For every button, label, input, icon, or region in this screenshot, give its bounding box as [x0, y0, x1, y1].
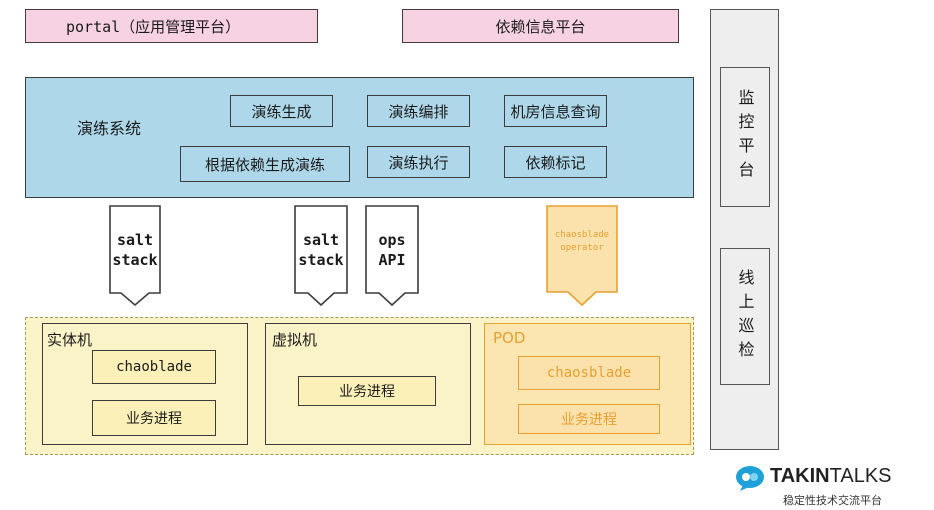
vm-process-label: 业务进程: [339, 384, 395, 400]
monitor-platform-box: 监控平台: [720, 67, 770, 207]
dependency-platform-label: 依赖信息平台: [495, 17, 586, 36]
pod-title: POD: [493, 329, 526, 347]
physical-machine-title: 实体机: [47, 331, 93, 349]
monitor-platform-label: 监控平台: [735, 89, 755, 185]
dependency-platform-box: 依赖信息平台: [402, 9, 679, 43]
physical-chaosblade-label: chaoblade: [116, 359, 192, 375]
feature-drill-orchestrate-label: 演练编排: [388, 102, 449, 121]
pod-chaosblade-label: chaosblade: [546, 365, 632, 381]
brand-logo: TAKINTALKS 稳定性技术交流平台: [735, 463, 930, 508]
online-inspection-label: 线上巡检: [735, 268, 755, 365]
pod-chaosblade-box: chaosblade: [518, 356, 660, 390]
pod-process-box: 业务进程: [518, 404, 660, 434]
drill-system-title: 演练系统: [77, 119, 142, 138]
feature-dependency-generate-label: 根据依赖生成演练: [204, 155, 325, 174]
feature-room-query-label: 机房信息查询: [510, 102, 601, 121]
online-inspection-box: 线上巡检: [720, 248, 770, 385]
connector-operator-callout: [546, 205, 618, 307]
connector-salt2-label: salt stack: [298, 231, 344, 269]
feature-dependency-mark: 依赖标记: [504, 146, 607, 178]
virtual-machine-title: 虚拟机: [272, 331, 318, 349]
connector-salt1-callout: [109, 205, 161, 307]
connector-ops-label: ops API: [378, 231, 406, 269]
feature-room-query: 机房信息查询: [504, 95, 607, 127]
feature-dependency-generate: 根据依赖生成演练: [180, 146, 350, 182]
physical-machine-box: [42, 323, 248, 445]
brand-name-bold: TAKIN: [770, 465, 830, 487]
brand-name: TAKINTALKS: [770, 465, 892, 488]
feature-dependency-mark-label: 依赖标记: [525, 153, 586, 172]
brand-bubble-icon: [736, 466, 764, 491]
vm-process-box: 业务进程: [298, 376, 436, 406]
feature-drill-execute: 演练执行: [367, 146, 470, 178]
connector-operator-label: chaosblade operator: [554, 230, 610, 253]
feature-drill-orchestrate: 演练编排: [367, 95, 470, 127]
portal-box: portal（应用管理平台）: [25, 9, 318, 43]
physical-process-box: 业务进程: [92, 400, 216, 436]
connector-salt2-callout: [294, 205, 348, 307]
connector-ops-callout: [365, 205, 419, 307]
portal-label: portal（应用管理平台）: [66, 17, 241, 36]
feature-drill-generate: 演练生成: [230, 95, 333, 127]
virtual-machine-box: [265, 323, 471, 445]
feature-drill-execute-label: 演练执行: [388, 153, 449, 172]
connector-salt1-label: salt stack: [112, 231, 158, 269]
pod-process-label: 业务进程: [561, 412, 617, 428]
feature-drill-generate-label: 演练生成: [251, 102, 312, 121]
brand-name-light: TALKS: [829, 465, 892, 487]
brand-tagline: 稳定性技术交流平台: [783, 494, 882, 507]
physical-process-label: 业务进程: [126, 411, 182, 427]
physical-chaosblade-box: chaoblade: [92, 350, 216, 384]
